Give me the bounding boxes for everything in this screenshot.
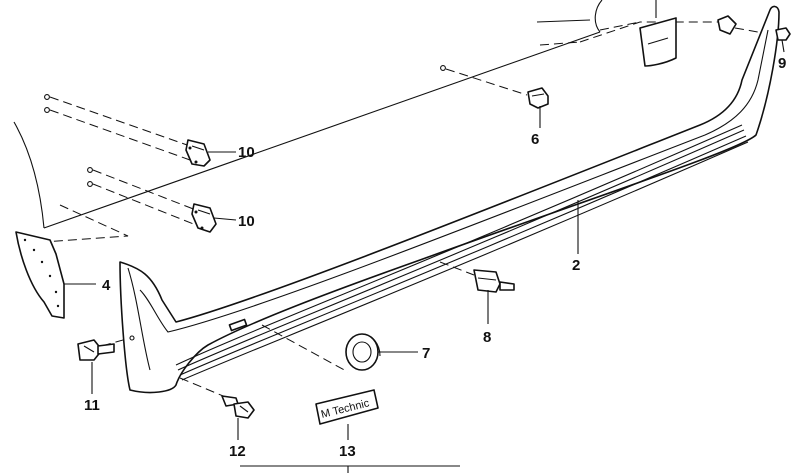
top-bracket [639,0,677,67]
car-body-outline [13,0,720,243]
callout-labels: 2 4 6 7 8 9 10 10 11 12 13 [84,55,786,460]
callout-6: 6 [531,131,539,148]
side-skirt-panel [119,5,780,394]
callout-2: 2 [572,257,580,274]
screw-part-12 [221,395,255,419]
clip-part-9 [717,15,791,41]
callout-7: 7 [422,345,430,362]
screw-part-11 [77,339,115,361]
callout-4: 4 [102,277,111,294]
mudflap-part-4 [15,231,65,319]
leader-lines [64,39,785,473]
grommet-part-6 [527,87,549,109]
clip-part-10-lower [191,203,217,233]
badge-part-13: M Technic [315,389,379,425]
callout-11: 11 [84,397,100,414]
clip-part-8 [473,269,515,293]
mounting-lines [44,21,776,399]
callout-10-upper: 10 [238,144,255,161]
callout-9: 9 [778,55,786,72]
callout-10-lower: 10 [238,213,255,230]
clip-part-10-upper [185,139,211,167]
callout-8: 8 [483,329,491,346]
ring-part-7 [345,333,381,371]
callout-12: 12 [229,443,246,460]
callout-13: 13 [339,443,356,460]
